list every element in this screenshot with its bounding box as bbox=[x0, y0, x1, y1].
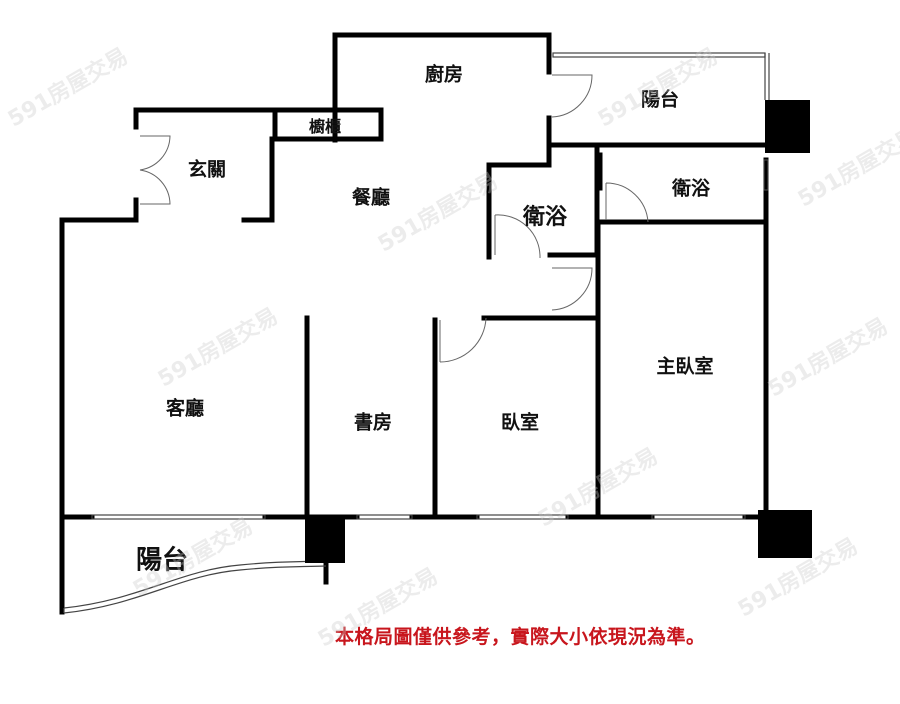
column-bottom-left bbox=[305, 519, 345, 563]
room-master-bedroom: 主臥室 bbox=[656, 355, 714, 378]
column-top-right bbox=[765, 100, 810, 153]
disclaimer-text: 本格局圖僅供參考，實際大小依現況為準。 bbox=[335, 626, 706, 648]
room-balcony-bottom: 陽台 bbox=[135, 545, 189, 576]
room-living: 客廳 bbox=[165, 397, 205, 420]
room-cabinet: 櫥櫃 bbox=[308, 117, 342, 136]
column-bottom-right bbox=[758, 510, 812, 558]
room-bathroom-master: 衛浴 bbox=[671, 177, 711, 200]
columns bbox=[305, 100, 812, 563]
room-balcony-top: 陽台 bbox=[640, 88, 680, 111]
walls bbox=[59, 32, 769, 615]
room-bathroom-small: 衛浴 bbox=[522, 205, 568, 230]
room-dining: 餐廳 bbox=[351, 186, 391, 209]
doors bbox=[139, 74, 649, 363]
windows bbox=[63, 52, 770, 614]
room-bedroom: 臥室 bbox=[500, 411, 540, 434]
room-kitchen: 廚房 bbox=[424, 63, 464, 86]
room-study: 書房 bbox=[353, 411, 393, 434]
room-entrance: 玄關 bbox=[187, 158, 227, 181]
